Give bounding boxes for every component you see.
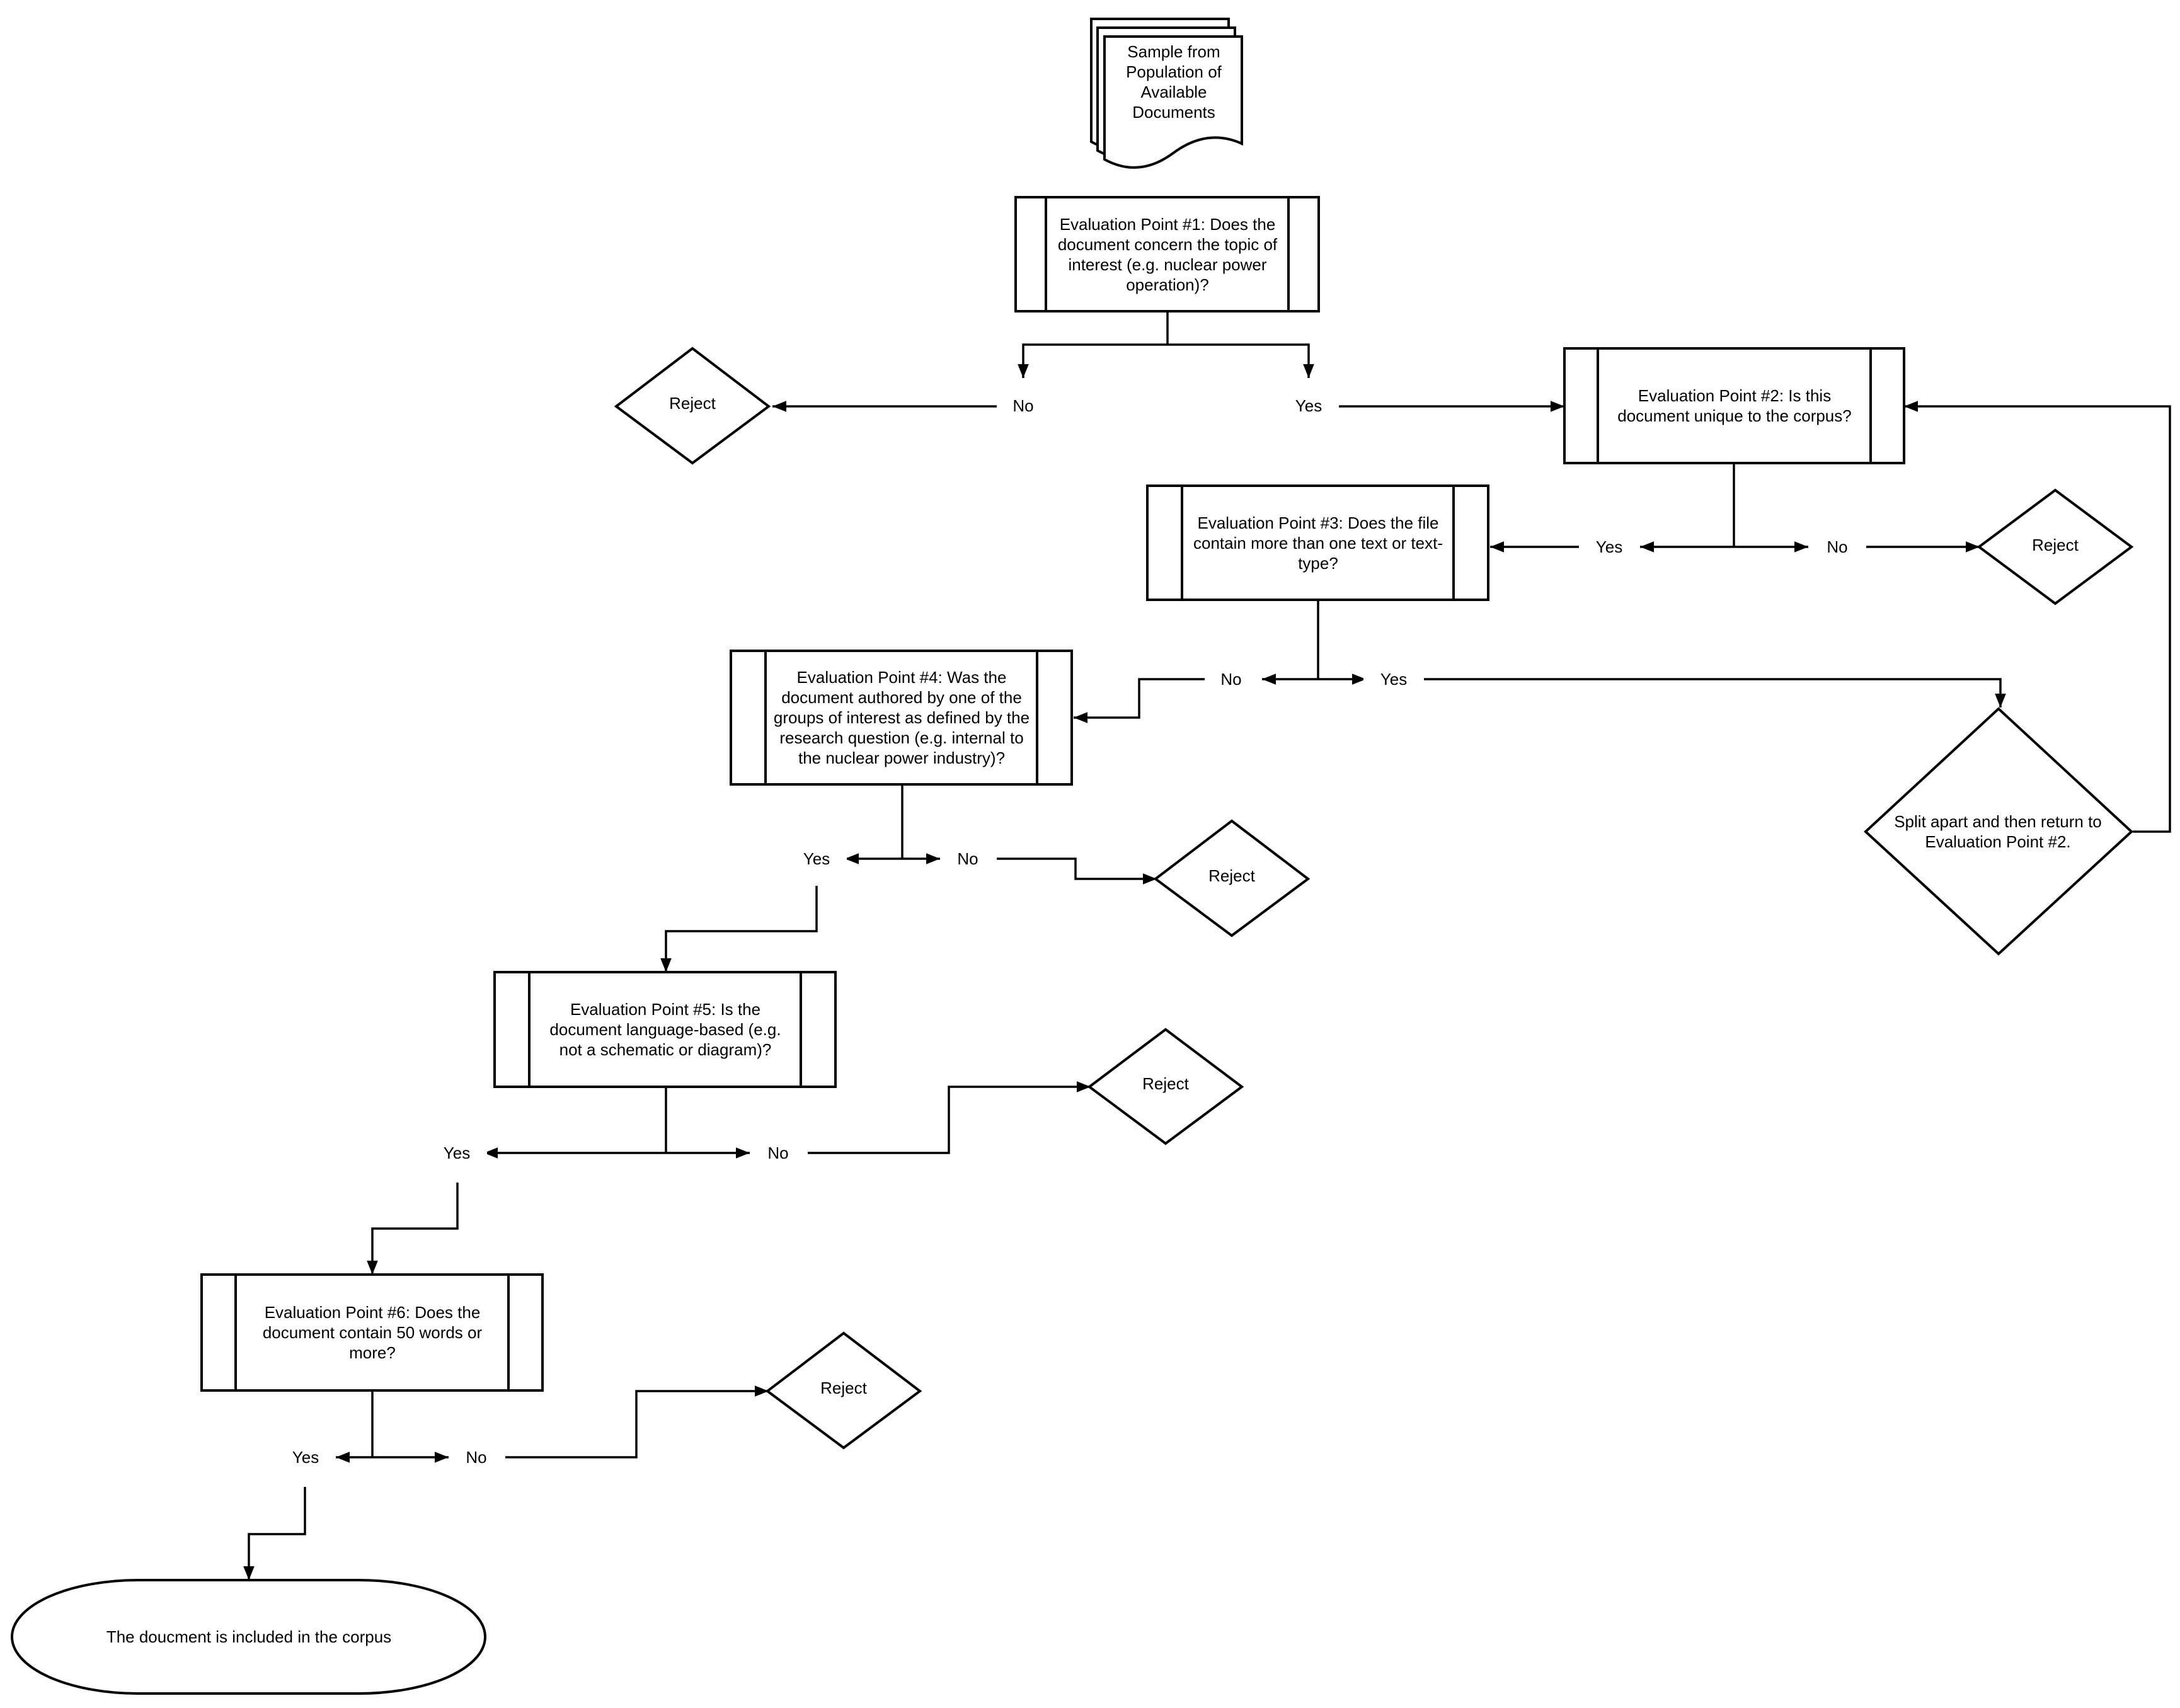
ep6-yes-label: Yes xyxy=(275,1445,336,1470)
reject-5-shape xyxy=(765,1331,922,1450)
reject-1-label: Reject xyxy=(669,394,716,413)
ep1-label: Evaluation Point #1: Does the document c… xyxy=(1057,214,1278,294)
ep1-yes-label: Yes xyxy=(1278,393,1339,418)
ep4-label: Evaluation Point #4: Was the document au… xyxy=(773,668,1030,767)
ep4-yes-label: Yes xyxy=(786,846,847,871)
end-terminal-shape xyxy=(11,1579,486,1695)
edge-ep1-no xyxy=(1018,343,1167,378)
end-terminal-label: The doucment is included in the corpus xyxy=(106,1627,392,1646)
ep1-no-label: No xyxy=(998,393,1048,418)
ep5-label: Evaluation Point #5: Is the document lan… xyxy=(549,1000,781,1059)
edge-split-return-to-ep2 xyxy=(1904,401,2171,833)
edge-ep1-yes xyxy=(1167,343,1314,378)
ep4-no-label: No xyxy=(943,846,993,871)
reject-2-label: Reject xyxy=(2032,536,2079,554)
split-decision-shape xyxy=(1864,707,2133,956)
ep4-shape xyxy=(730,650,1073,786)
ep2-yes-label: Yes xyxy=(1579,534,1639,559)
edge-no-to-ep4 xyxy=(1074,678,1205,723)
ep5-shape xyxy=(493,971,837,1088)
reject-4-shape xyxy=(1087,1028,1244,1145)
edge-no-to-reject5 xyxy=(505,1385,769,1459)
edge-yes-to-end xyxy=(243,1487,306,1580)
edge-yes-to-split xyxy=(1423,678,2006,708)
ep6-no-label: No xyxy=(451,1445,502,1470)
ep5-no-label: No xyxy=(753,1140,803,1166)
start-label: Sample from Population of Available Docu… xyxy=(1126,42,1222,122)
ep2-no-label: No xyxy=(1812,534,1862,559)
edge-yes-to-ep6 xyxy=(367,1183,459,1275)
reject-2-shape xyxy=(1976,488,2134,605)
ep2-shape xyxy=(1563,347,1905,464)
edge-no-to-reject3 xyxy=(997,857,1157,885)
ep6-shape xyxy=(200,1273,544,1392)
reject-4-label: Reject xyxy=(1142,1074,1189,1093)
ep5-yes-label: Yes xyxy=(427,1140,487,1166)
split-decision-label: Split apart and then return to Evaluatio… xyxy=(1894,812,2102,851)
ep3-shape xyxy=(1146,484,1489,601)
ep3-no-label: No xyxy=(1206,667,1256,692)
edge-yes-to-ep5 xyxy=(660,886,818,972)
ep1-shape xyxy=(1014,196,1320,312)
start-documents-shape xyxy=(1090,18,1243,169)
ep6-label: Evaluation Point #6: Does the document c… xyxy=(262,1303,483,1362)
reject-5-label: Reject xyxy=(820,1378,867,1397)
reject-1-shape xyxy=(614,347,771,465)
ep3-yes-label: Yes xyxy=(1363,667,1424,692)
reject-3-shape xyxy=(1153,819,1311,937)
ep2-label: Evaluation Point #2: Is this document un… xyxy=(1617,386,1852,425)
ep3-label: Evaluation Point #3: Does the file conta… xyxy=(1193,513,1443,573)
edge-no-to-reject4 xyxy=(808,1081,1091,1154)
reject-3-label: Reject xyxy=(1208,866,1255,885)
connectors xyxy=(243,311,2171,1580)
